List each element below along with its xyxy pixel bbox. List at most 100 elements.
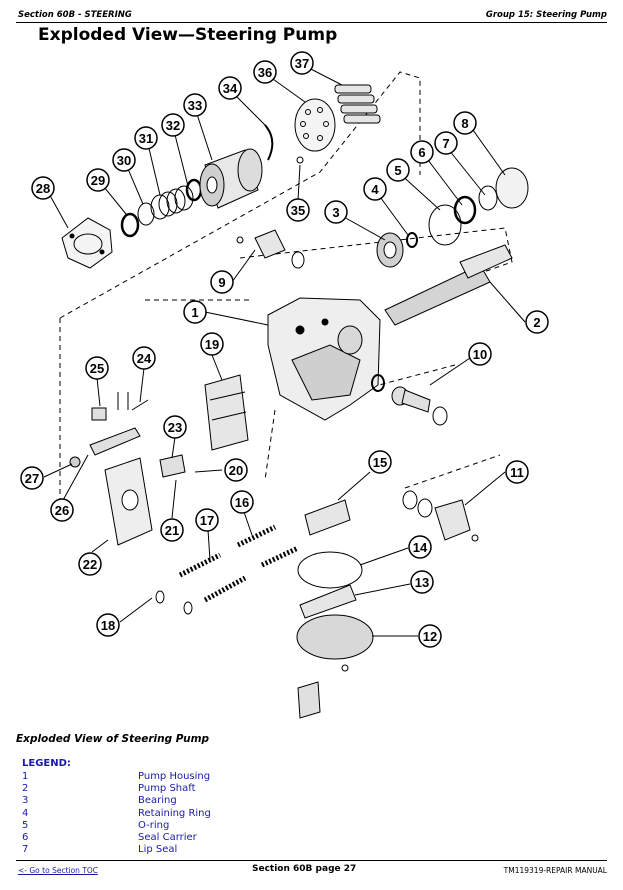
callout-4: 4 [363,177,387,201]
callout-33: 33 [183,93,207,117]
part-35-pin [296,156,304,164]
parts-29-32-rings-spring [120,178,203,238]
part-34-clip [264,124,274,161]
page-title: Exploded View—Steering Pump [38,25,338,45]
svg-text:18: 18 [101,618,115,633]
callout-34: 34 [218,76,242,100]
section-toc-link[interactable]: <- Go to Section TOC [18,866,99,875]
svg-text:35: 35 [291,203,305,218]
callout-25: 25 [85,356,109,380]
part-1-pump-housing [267,297,381,421]
figure-caption: Exploded View of Steering Pump [16,733,210,745]
svg-text:12: 12 [423,629,437,644]
callout-32: 32 [161,113,185,137]
svg-text:1: 1 [191,305,198,320]
svg-text:22: 22 [83,557,97,572]
legend-item-number: 4 [22,807,29,819]
legend-item: 3 Bearing [22,795,422,807]
svg-text:27: 27 [25,471,39,486]
parts-16-18-springs [155,524,300,615]
callout-7: 7 [434,131,458,155]
header-group: Group 15: Steering Pump [485,10,607,20]
legend-item-number: 5 [22,819,29,831]
callout-36: 36 [253,60,277,84]
callout-6: 6 [410,140,434,164]
svg-text:15: 15 [373,455,387,470]
svg-text:31: 31 [139,131,153,146]
callout-17: 17 [195,508,219,532]
callout-24: 24 [132,346,156,370]
svg-text:14: 14 [413,540,428,555]
callout-26: 26 [50,498,74,522]
callout-5: 5 [386,158,410,182]
svg-text:37: 37 [295,56,309,71]
callout-30: 30 [112,148,136,172]
callout-10: 10 [468,342,492,366]
callout-18: 18 [96,613,120,637]
legend-item-name: Lip Seal [138,844,178,856]
svg-text:10: 10 [473,347,487,362]
svg-text:16: 16 [235,495,249,510]
callout-35: 35 [286,198,310,222]
page-number: Section 60B page 27 [252,864,357,874]
header-section: Section 60B - STEERING [18,10,132,20]
callout-1: 1 [183,300,207,324]
legend-item: 7 Lip Seal [22,844,422,856]
svg-text:30: 30 [117,153,131,168]
legend-title: LEGEND: [22,758,71,769]
legend-item-name: Retaining Ring [138,807,211,819]
svg-text:17: 17 [200,513,214,528]
svg-text:11: 11 [510,465,524,480]
callout-9: 9 [210,270,234,294]
svg-text:29: 29 [91,173,105,188]
svg-text:26: 26 [55,503,69,518]
callout-37: 37 [290,51,314,75]
callout-27: 27 [20,466,44,490]
callout-23: 23 [163,415,187,439]
manual-id: TM119319-REPAIR MANUAL [503,866,607,875]
legend-item-name: O-ring [138,819,170,831]
svg-text:19: 19 [205,337,219,352]
svg-text:36: 36 [258,65,272,80]
part-28-flange [61,217,113,269]
callout-12: 12 [418,624,442,648]
callout-16: 16 [230,490,254,514]
svg-text:32: 32 [166,118,180,133]
legend-item: 4 Retaining Ring [22,808,422,820]
svg-text:7: 7 [442,136,449,151]
part-11-cover [402,490,479,542]
svg-text:2: 2 [533,315,540,330]
callout-15: 15 [368,450,392,474]
callout-19: 19 [200,332,224,356]
svg-text:3: 3 [332,205,339,220]
svg-text:13: 13 [415,575,429,590]
part-33-cylinder-block [199,148,263,209]
svg-text:4: 4 [371,182,379,197]
callout-13: 13 [410,570,434,594]
svg-text:24: 24 [137,351,152,366]
part-36-plate [294,98,336,152]
legend-item: 1 Pump Housing [22,771,422,783]
callout-29: 29 [86,168,110,192]
callout-8: 8 [453,111,477,135]
legend-item-number: 3 [22,795,29,807]
legend-item-name: Pump Housing [138,771,211,782]
legend-item-number: 1 [22,771,29,782]
legend-item-name: Pump Shaft [138,783,196,795]
callout-14: 14 [408,535,432,559]
svg-text:9: 9 [218,275,225,290]
svg-text:34: 34 [223,81,238,96]
legend-item-number: 7 [22,844,29,856]
callout-22: 22 [78,552,102,576]
svg-text:25: 25 [90,361,104,376]
legend-item-name: Bearing [138,795,177,807]
callout-21: 21 [160,518,184,542]
part-37-pistons [334,84,381,124]
svg-text:28: 28 [36,181,50,196]
svg-text:23: 23 [168,420,182,435]
callout-2: 2 [525,310,549,334]
svg-text:33: 33 [188,98,202,113]
